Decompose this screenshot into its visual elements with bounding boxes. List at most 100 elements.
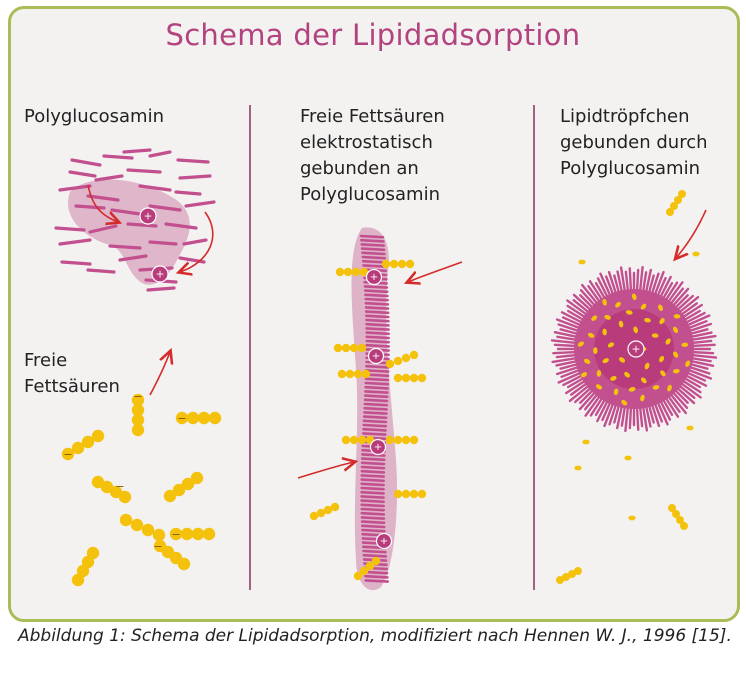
label-free-fatty-acids: Freie Fettsäuren: [24, 348, 120, 400]
polyglucosamin-segment: [364, 381, 390, 386]
fatty-acid-bead: [61, 447, 75, 461]
polyglucosamin-segment: [360, 486, 385, 491]
polyglucosamin-segment: [360, 511, 386, 516]
fatty-acid-bead: [666, 208, 674, 216]
lipid-molecule: [615, 301, 621, 308]
polyglucosamin-fiber: [126, 168, 162, 174]
label-bound-line2: elektrostatisch: [300, 132, 433, 153]
lipid-molecule: [587, 332, 595, 338]
polyglucosamin-fiber: [58, 238, 92, 246]
fatty-acid-bead: [409, 350, 419, 360]
fatty-acid-bead: [405, 259, 415, 269]
fatty-acid-bead: [86, 546, 100, 560]
fatty-acid-bead: [341, 343, 351, 353]
polyglucosamin-fiber: [102, 154, 134, 160]
lipid-molecule: [660, 370, 666, 377]
droplet-fiber: [685, 371, 707, 382]
polyglucosamin-segment: [365, 364, 390, 369]
lipid-molecule: [624, 455, 632, 461]
polyglucosamin-segment: [365, 331, 390, 336]
polyglucosamin-segment: [364, 574, 389, 579]
charges: +++++++−−−−−−: [63, 207, 645, 553]
lipid-molecule: [604, 314, 611, 320]
droplet-fiber: [689, 331, 713, 339]
droplet-fiber: [552, 350, 578, 355]
polyglucosamin-fiber: [110, 208, 142, 216]
polyglucosamin-segment: [360, 520, 386, 525]
polyglucosamin-segment: [360, 495, 385, 499]
minus-charge-icon: −: [153, 540, 162, 553]
droplet-fiber: [690, 353, 718, 359]
fatty-acid-bead: [397, 259, 407, 269]
lipid-molecule: [652, 385, 660, 390]
fatty-acid-bead: [568, 570, 576, 578]
fatty-acid-bead: [131, 403, 145, 417]
lipid-molecule: [610, 375, 617, 381]
plus-charge-icon: [627, 340, 645, 358]
fatty-acid-bead: [385, 435, 395, 445]
polyglucosamin-fiber: [148, 240, 178, 246]
label-polyglucosamin: Polyglucosamin: [24, 104, 164, 130]
fatty-acid-bead: [676, 516, 684, 524]
lipid-molecule: [631, 293, 637, 301]
fatty-acid-bead: [341, 435, 351, 445]
label-free-fatty-acids-line1: Freie: [24, 350, 68, 371]
lipid-molecule: [602, 358, 609, 364]
fatty-acid-bead: [409, 435, 419, 445]
polyglucosamin-segment: [360, 507, 386, 512]
polyglucosamin-segment: [365, 327, 390, 331]
polyglucosamin-fiber: [176, 158, 210, 164]
polyglucosamin-segment: [360, 482, 385, 487]
polyglucosamin-segment: [361, 255, 387, 260]
fatty-acid-bead: [359, 267, 369, 277]
fatty-acid-bead: [351, 267, 361, 277]
fatty-acid-bead: [353, 571, 363, 581]
droplet-fiber: [681, 379, 702, 394]
polyglucosamin-segment: [363, 406, 388, 411]
fatty-acid-bead: [381, 259, 391, 269]
lipid-molecule: [578, 259, 586, 265]
polyglucosamin-fiber: [138, 184, 172, 192]
polyglucosamin-segment: [360, 243, 386, 247]
droplet-fiber: [628, 267, 633, 293]
label-droplet-line2: gebunden durch: [560, 132, 708, 153]
fatty-acid-bead: [81, 435, 95, 449]
droplet-fiber: [613, 403, 621, 424]
polyglucosamin-fiber: [74, 204, 106, 210]
fatty-acid-bead: [401, 435, 411, 445]
polyglucosamin-fiber: [182, 238, 208, 246]
fatty-acid-bead: [141, 523, 155, 537]
fatty-acid-bead: [202, 527, 216, 541]
polyglucosamin-segment: [362, 419, 388, 424]
lipid-molecule: [582, 439, 590, 445]
label-polyglucosamin-text: Polyglucosamin: [24, 106, 164, 127]
fatty-acids: [61, 190, 700, 587]
droplet-fiber: [675, 386, 696, 405]
polyglucosamin-fiber: [70, 158, 102, 167]
polyglucosamin-segment: [359, 234, 385, 239]
arrow-icon: [408, 261, 463, 282]
droplet-fiber: [683, 309, 702, 322]
lipid-molecule: [644, 317, 651, 323]
lipid-molecule: [625, 310, 633, 315]
fatty-acid-bead: [670, 202, 678, 210]
lipid-molecule: [628, 515, 636, 521]
fatty-acid-bead: [357, 343, 367, 353]
droplet-fiber: [671, 287, 690, 308]
plus-charge-label: +: [155, 267, 164, 280]
droplet-fiber: [638, 265, 644, 293]
fatty-acid-bead: [208, 411, 222, 425]
plus-charge-icon: [367, 347, 385, 365]
fatty-acid-bead: [678, 190, 686, 198]
fatty-acid-bead: [562, 573, 570, 581]
polyglucosamin-segment: [362, 553, 388, 558]
minus-charge-icon: −: [177, 412, 186, 425]
polyglucosamin-fiber: [164, 222, 198, 230]
minus-charge-icon: −: [63, 448, 72, 461]
polyglucosamin-fiber: [146, 286, 176, 292]
polyglucosamin-segment: [362, 549, 387, 554]
arrows: [87, 184, 707, 479]
fatty-acid-bead: [335, 267, 345, 277]
polyglucosamin-segment: [360, 465, 386, 470]
